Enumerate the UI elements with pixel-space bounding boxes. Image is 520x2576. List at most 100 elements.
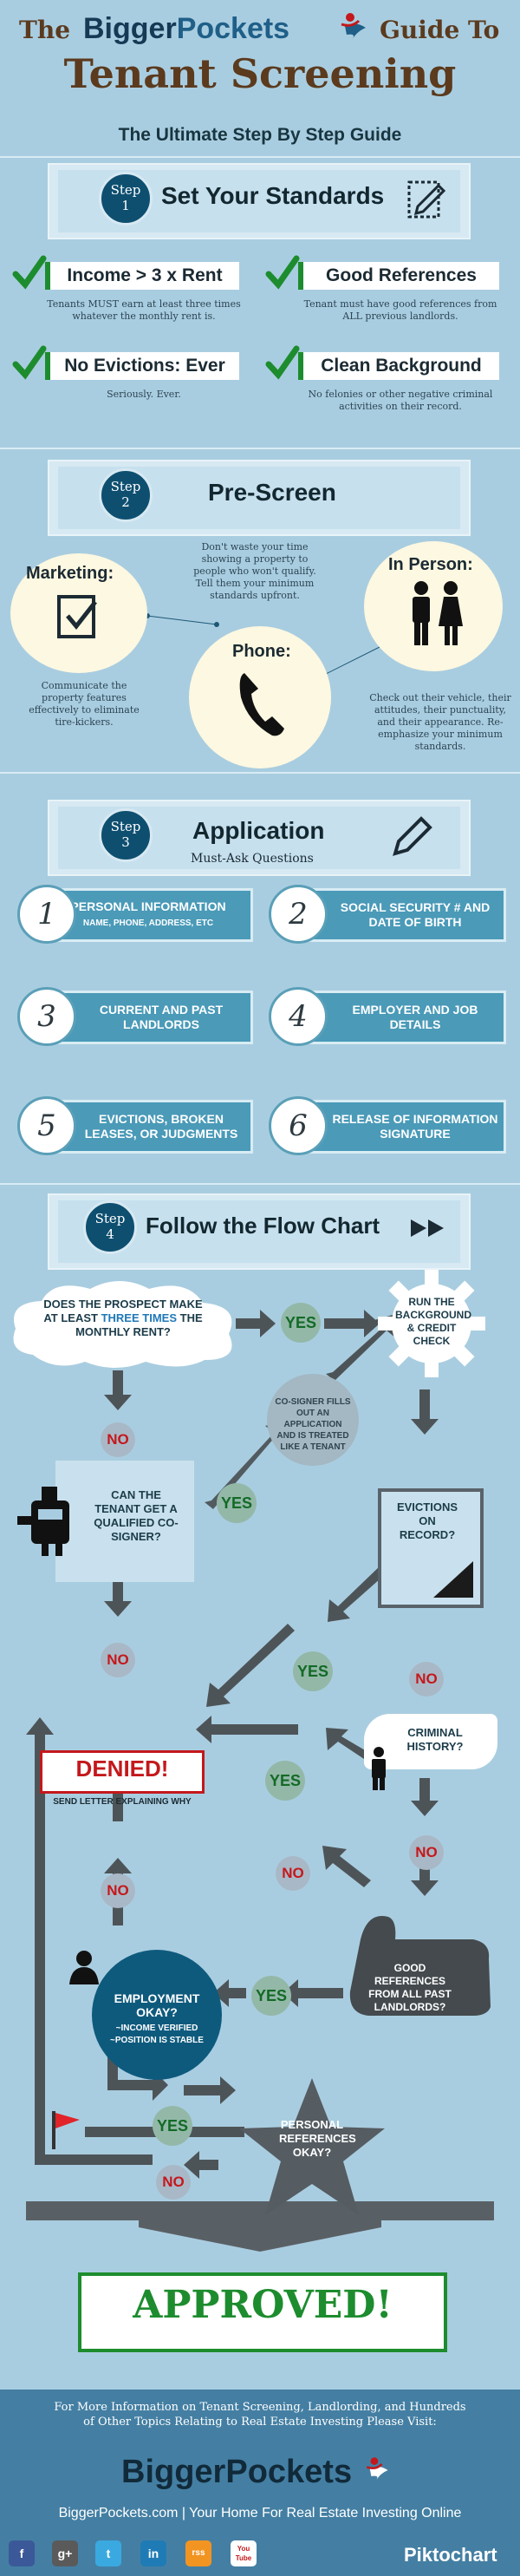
personal-question: PERSONAL REFERENCES OKAY? xyxy=(279,2118,356,2159)
income-question: DOES THE PROSPECT MAKE AT LEAST THREE TI… xyxy=(36,1298,210,1339)
footer-tagline: BiggerPockets.com | Your Home For Real E… xyxy=(58,2506,462,2520)
approved-label: APPROVED! xyxy=(133,2283,393,2327)
checklist-icon xyxy=(57,595,97,638)
question-2: SOCIAL SECURITY # AND DATE OF BIRTH xyxy=(298,888,506,942)
income-question-c: THE MONTHLY RENT? xyxy=(75,1311,203,1338)
no-cosigner: NO xyxy=(101,1643,135,1677)
step3-badge-num: 3 xyxy=(121,834,130,850)
cosigner-note-circle xyxy=(267,1374,359,1466)
footer-info: For More Information on Tenant Screening… xyxy=(54,2401,466,2429)
yes-references: YES xyxy=(251,1976,291,2016)
brand-part1: Bigger xyxy=(83,12,177,45)
youtube-icon[interactable]: You Tube xyxy=(231,2540,257,2566)
divider xyxy=(0,772,520,774)
cosigner-note: CO-SIGNER FILLS OUT AN APPLICATION AND I… xyxy=(275,1397,351,1452)
google-plus-icon[interactable]: g+ xyxy=(52,2540,78,2566)
no-employment: NO xyxy=(101,1873,135,1908)
question-5: EVICTIONS, BROKEN LEASES, OR JUDGMENTS xyxy=(43,1100,253,1154)
marketing-label: Marketing: xyxy=(26,564,114,583)
fast-forward-icon xyxy=(411,1219,444,1237)
question-2-number: 2 xyxy=(269,885,328,944)
yes-income: YES xyxy=(281,1303,321,1343)
question-5-number: 5 xyxy=(17,1096,76,1155)
pencil-icon xyxy=(393,816,432,856)
step4-badge-word: Step xyxy=(94,1211,126,1226)
step2-badge-word: Step xyxy=(110,479,141,494)
phone-circle xyxy=(189,626,331,768)
yes-criminal: YES xyxy=(265,1761,305,1801)
standard-background-label: Clean Background xyxy=(321,356,482,376)
marketing-circle xyxy=(10,553,147,673)
employment-circle xyxy=(92,1950,222,2080)
no-references: NO xyxy=(276,1856,310,1891)
standard-income: Income > 3 x Rent xyxy=(45,262,239,290)
standard-background: Clean Background xyxy=(298,352,499,380)
checkmark-icon xyxy=(12,345,47,380)
question-5-text: EVICTIONS, BROKEN LEASES, OR JUDGMENTS xyxy=(84,1112,238,1141)
checkmark-icon xyxy=(12,255,47,290)
person-icon xyxy=(69,1951,99,1984)
inperson-desc: Check out their vehicle, their attitudes… xyxy=(369,692,511,752)
question-3-number: 3 xyxy=(17,987,76,1046)
marketing-desc: Communicate the property features effect… xyxy=(29,680,140,728)
employment-income: ~INCOME VERIFIED xyxy=(115,2024,198,2033)
brand-logo-icon xyxy=(341,13,366,40)
star-shape xyxy=(239,2078,385,2215)
standard-background-desc: No felonies or other negative criminal a… xyxy=(308,389,493,412)
standard-evictions-desc: Seriously. Ever. xyxy=(107,389,181,400)
question-3-text: CURRENT AND PAST LANDLORDS xyxy=(99,1003,224,1031)
people-icon xyxy=(413,581,463,645)
facebook-icon[interactable]: f xyxy=(9,2540,35,2566)
question-6: RELEASE OF INFORMATION SIGNATURE xyxy=(298,1100,506,1154)
question-4-text: EMPLOYER AND JOB DETAILS xyxy=(352,1003,478,1031)
step1-title: Set Your Standards xyxy=(161,182,385,209)
phone-icon xyxy=(239,673,284,736)
step4-title: Follow the Flow Chart xyxy=(146,1213,380,1239)
question-3: CURRENT AND PAST LANDLORDS xyxy=(43,991,253,1044)
step3-badge-word: Step xyxy=(110,819,141,834)
question-6-number: 6 xyxy=(269,1096,328,1155)
person-icon xyxy=(372,1747,386,1790)
twitter-icon[interactable]: t xyxy=(95,2540,121,2566)
yes-cosigner: YES xyxy=(217,1483,257,1523)
question-1-small: NAME, PHONE, ADDRESS, ETC xyxy=(82,919,214,928)
step2-title: Pre-Screen xyxy=(208,479,336,506)
checklist-pencil-icon xyxy=(407,180,446,219)
step2-badge-num: 2 xyxy=(121,494,130,510)
denied-box xyxy=(40,1750,205,1794)
checkmark-icon xyxy=(265,345,300,380)
standard-references-label: Good References xyxy=(326,265,477,285)
evictions-question: EVICTIONS ON RECORD? xyxy=(396,1500,458,1541)
divider xyxy=(0,156,520,158)
criminal-banner xyxy=(364,1714,497,1769)
document-corner-icon xyxy=(433,1561,473,1598)
cloud-shape xyxy=(13,1281,232,1368)
employment-position: ~POSITION IS STABLE xyxy=(110,2036,204,2045)
employment-question: EMPLOYMENT OKAY? xyxy=(114,1991,200,2019)
linkedin-icon[interactable]: in xyxy=(140,2540,166,2566)
standard-income-desc: Tenants MUST earn at least three times w… xyxy=(47,298,241,322)
no-income: NO xyxy=(101,1422,135,1457)
step4-badge-num: 4 xyxy=(106,1226,114,1242)
footer: For More Information on Tenant Screening… xyxy=(0,2390,520,2576)
run-check: RUN THE BACKGROUND & CREDIT CHECK xyxy=(395,1296,471,1347)
page-subtitle: The Ultimate Step By Step Guide xyxy=(118,125,402,145)
brand-part2: Pockets xyxy=(176,12,290,45)
income-question-b: THREE TIMES xyxy=(101,1311,177,1324)
header-the: The xyxy=(19,16,71,44)
standard-evictions: No Evictions: Ever xyxy=(45,352,239,380)
standard-evictions-label: No Evictions: Ever xyxy=(64,356,225,376)
yes-evictions: YES xyxy=(293,1651,333,1691)
no-personal: NO xyxy=(156,2165,191,2200)
step1-badge-word: Step xyxy=(110,182,141,198)
powered-by: Piktochart xyxy=(404,2544,497,2566)
question-6-text: RELEASE OF INFORMATION SIGNATURE xyxy=(332,1112,498,1141)
step1-badge-num: 1 xyxy=(121,198,130,213)
checkmark-icon xyxy=(265,255,300,290)
standard-income-label: Income > 3 x Rent xyxy=(67,265,223,285)
rss-icon[interactable]: rss xyxy=(185,2540,211,2566)
question-4-number: 4 xyxy=(269,987,328,1046)
divider xyxy=(0,1183,520,1185)
cosigner-box xyxy=(55,1461,194,1582)
step3-subtitle: Must-Ask Questions xyxy=(191,852,314,866)
